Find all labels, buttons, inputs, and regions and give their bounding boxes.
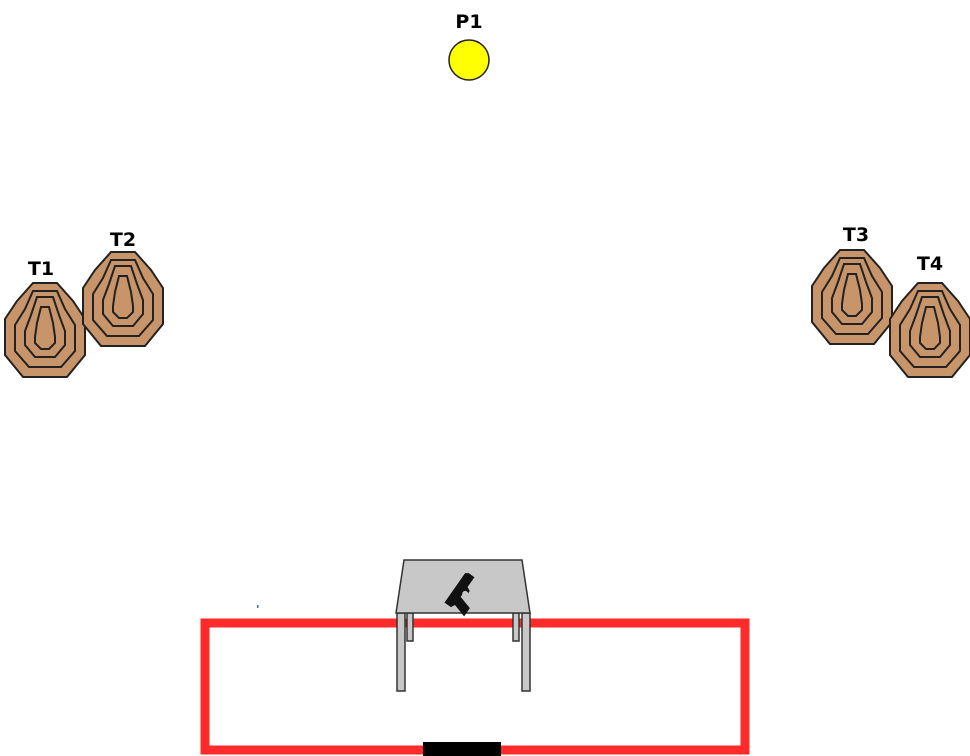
target-icon [5, 283, 85, 377]
target-icon [83, 252, 163, 346]
target-icon [812, 250, 892, 344]
target-label: T2 [110, 229, 136, 251]
table-leg [397, 613, 405, 691]
shooting-area [205, 623, 745, 756]
target-label: T4 [917, 253, 943, 275]
table-leg [513, 613, 519, 641]
popper-circle [449, 40, 489, 80]
table-leg [407, 613, 413, 641]
target-t2: T2 [83, 229, 163, 346]
popper-label: P1 [455, 11, 482, 33]
target-t3: T3 [812, 224, 892, 344]
target-t1: T1 [5, 258, 85, 377]
target-label: T1 [28, 258, 54, 280]
target-t4: T4 [890, 253, 970, 377]
table-leg [522, 613, 530, 691]
popper-p1: P1 [449, 11, 489, 80]
target-label: T3 [843, 224, 869, 246]
stray-mark [257, 605, 259, 608]
shooting-area-border [205, 623, 745, 750]
target-icon [890, 283, 970, 377]
start-position-marker [423, 742, 501, 756]
